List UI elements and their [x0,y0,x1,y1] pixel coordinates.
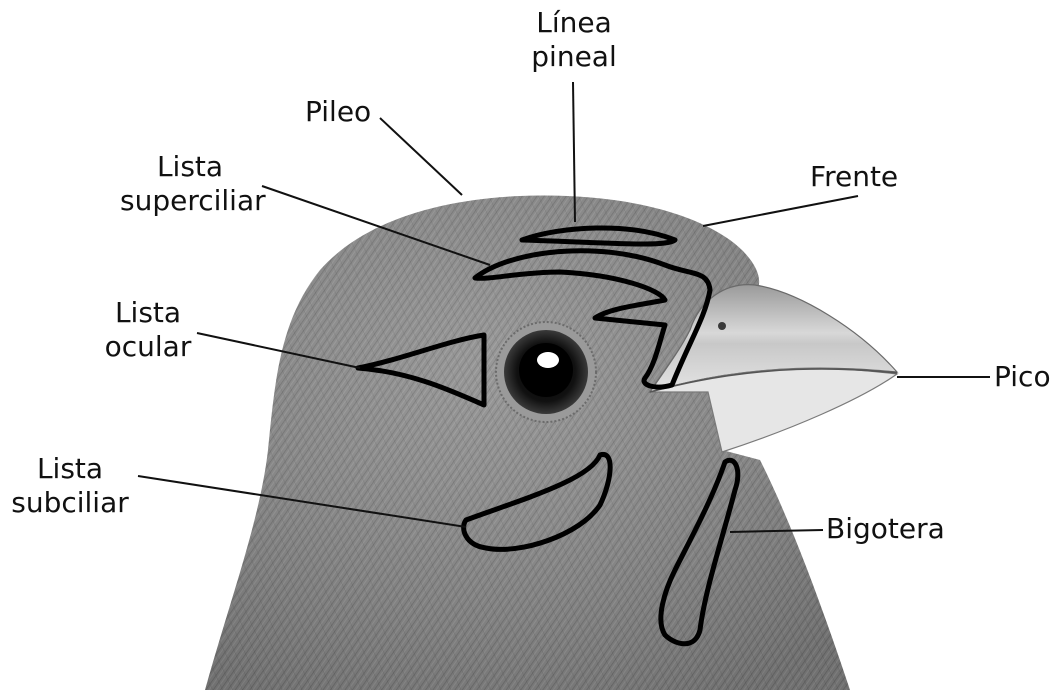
label-lista-subciliar-line1: Lista [2,452,138,486]
label-pileo: Pileo [305,95,371,129]
label-lista-superciliar-line1: Lista [120,150,260,184]
label-frente: Frente [810,160,898,194]
label-linea-pineal: Línea pineal [528,6,620,74]
leader-pileo [380,118,462,195]
label-pileo-text: Pileo [305,95,371,128]
label-lista-ocular-line2: ocular [98,330,198,364]
pupil [519,343,573,397]
label-lista-superciliar-line2: superciliar [120,184,260,218]
eye [496,322,596,422]
label-bigotera-text: Bigotera [826,512,945,545]
label-lista-superciliar: Lista superciliar [120,150,260,218]
label-frente-text: Frente [810,160,898,193]
eye-highlight [537,352,559,368]
bird-head [205,196,850,690]
label-lista-ocular-line1: Lista [98,296,198,330]
label-lista-ocular: Lista ocular [98,296,198,364]
label-linea-pineal-line1: Línea [528,6,620,40]
leader-frente [703,196,858,226]
head-shading [205,196,850,690]
label-pico-text: Pico [994,360,1051,393]
nostril [718,322,726,330]
label-lista-subciliar: Lista subciliar [2,452,138,520]
label-pico: Pico [994,360,1051,394]
label-linea-pineal-line2: pineal [528,40,620,74]
label-bigotera: Bigotera [826,512,945,546]
label-lista-subciliar-line2: subciliar [2,486,138,520]
